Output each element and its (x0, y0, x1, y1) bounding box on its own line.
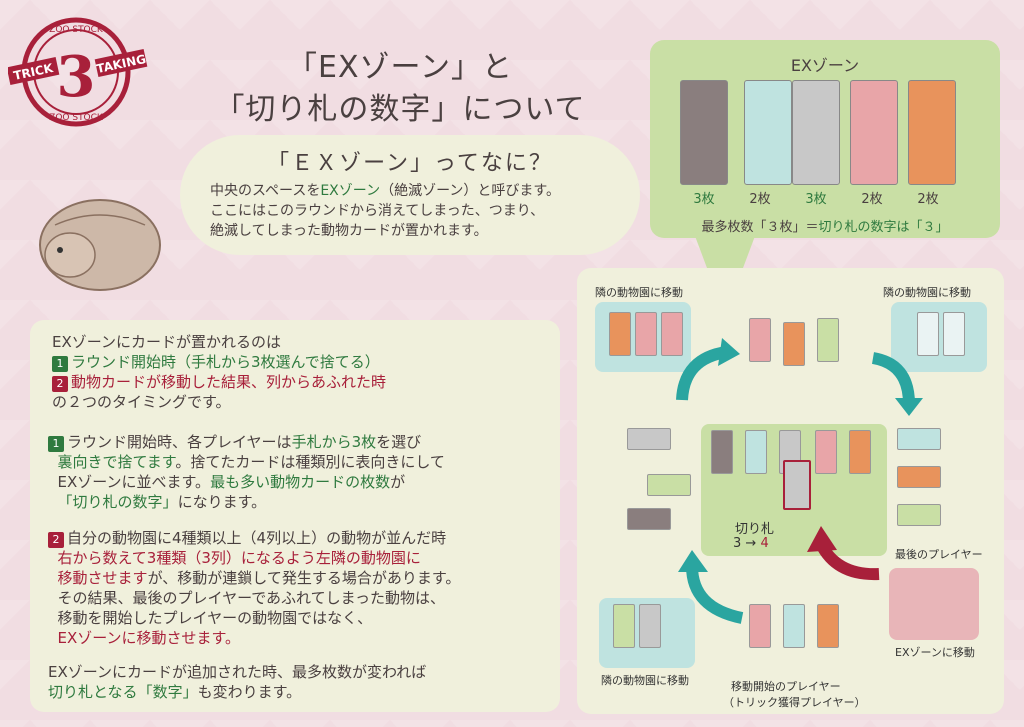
card (627, 428, 671, 450)
label-last-player: 最後のプレイヤー (895, 548, 983, 561)
rules-intro: EXゾーンにカードが置かれるのは (52, 333, 282, 351)
ex-count-5: 2枚 (917, 192, 939, 207)
card (897, 428, 941, 450)
card (897, 504, 941, 526)
footer-note-1: EXゾーンにカードが追加された時、最多枚数が変われば (48, 663, 427, 681)
card (613, 604, 635, 648)
ex-zone-target (889, 568, 979, 640)
movement-diagram: 隣の動物園に移動 隣の動物園に移動 切り札 3 → 4 最後のプレイヤー EXゾ… (577, 268, 1004, 714)
ex-count-3: 3枚 (805, 192, 827, 207)
svg-text:ZOO STOCK: ZOO STOCK (49, 25, 104, 35)
ex-zone-title: EXゾーン (790, 56, 860, 75)
card (817, 604, 839, 648)
arrow-icon (676, 338, 740, 401)
card (627, 508, 671, 530)
ex-card-dugong (792, 80, 840, 185)
card (749, 318, 771, 362)
ex-count-1: 3枚 (693, 192, 715, 207)
card (917, 312, 939, 356)
label-top-left: 隣の動物園に移動 (595, 286, 683, 299)
card (783, 604, 805, 648)
logo: 3 TRICK TAKING ZOO STOCK ZOO STOCK (6, 10, 148, 130)
card (783, 460, 811, 510)
explanation-bubble: 「ＥＸゾーン」ってなに？ 中央のスペースをEXゾーン（絶滅ゾーン）と呼びます。 … (180, 135, 640, 255)
bubble-heading: 「ＥＸゾーン」ってなに？ (267, 151, 553, 176)
card (639, 604, 661, 648)
timing-summary: の２つのタイミングです。 (52, 393, 231, 411)
card (849, 430, 871, 474)
svg-text:3: 3 (57, 44, 96, 110)
svg-text:ZOO STOCK: ZOO STOCK (49, 113, 104, 123)
page-title-line2: 「切り札の数字」について (214, 92, 586, 127)
bubble-text: 中央のスペースをEXゾーン（絶滅ゾーン）と呼びます。 ここにはこのラウンドから消… (210, 183, 560, 239)
arrow-icon (807, 526, 880, 581)
label-bottom-left: 隣の動物園に移動 (601, 674, 689, 687)
wombat-illustration (30, 185, 170, 295)
ex-count-4: 2枚 (861, 192, 883, 207)
ex-zone-panel: EXゾーン 3枚 2枚 3枚 2枚 2枚 最多枚数「３枚」＝切り札の数字は「３」 (650, 40, 1000, 316)
card (647, 474, 691, 496)
label-start-player: 移動開始のプレイヤー (731, 680, 841, 693)
ex-count-2: 2枚 (749, 192, 771, 207)
card (817, 318, 839, 362)
trump-change: 3 → 4 (733, 536, 769, 551)
card (609, 312, 631, 356)
card (749, 604, 771, 648)
card (635, 312, 657, 356)
arrow-icon (871, 352, 923, 416)
card (745, 430, 767, 474)
ex-card-polar-bear (744, 80, 792, 185)
card (943, 312, 965, 356)
trump-label: 切り札 (735, 522, 775, 537)
page-title-line1: 「EXゾーン」と (286, 50, 513, 85)
label-ex-move: EXゾーンに移動 (895, 646, 975, 659)
card (815, 430, 837, 474)
ex-card-pangolin (850, 80, 898, 185)
card (897, 466, 941, 488)
card (783, 322, 805, 366)
arrow-icon (678, 550, 744, 624)
zoo-top-right (891, 302, 987, 372)
ex-card-tapir (680, 80, 728, 185)
footer-note-2: 切り札となる「数字」も変わります。 (48, 683, 302, 701)
ex-card-red-panda (908, 80, 956, 185)
ex-zone-note: 最多枚数「３枚」＝切り札の数字は「３」 (701, 220, 949, 235)
label-top-right: 隣の動物園に移動 (883, 286, 971, 299)
card (711, 430, 733, 474)
card (661, 312, 683, 356)
label-start-player-sub: （トリック獲得プレイヤー） (723, 696, 866, 709)
